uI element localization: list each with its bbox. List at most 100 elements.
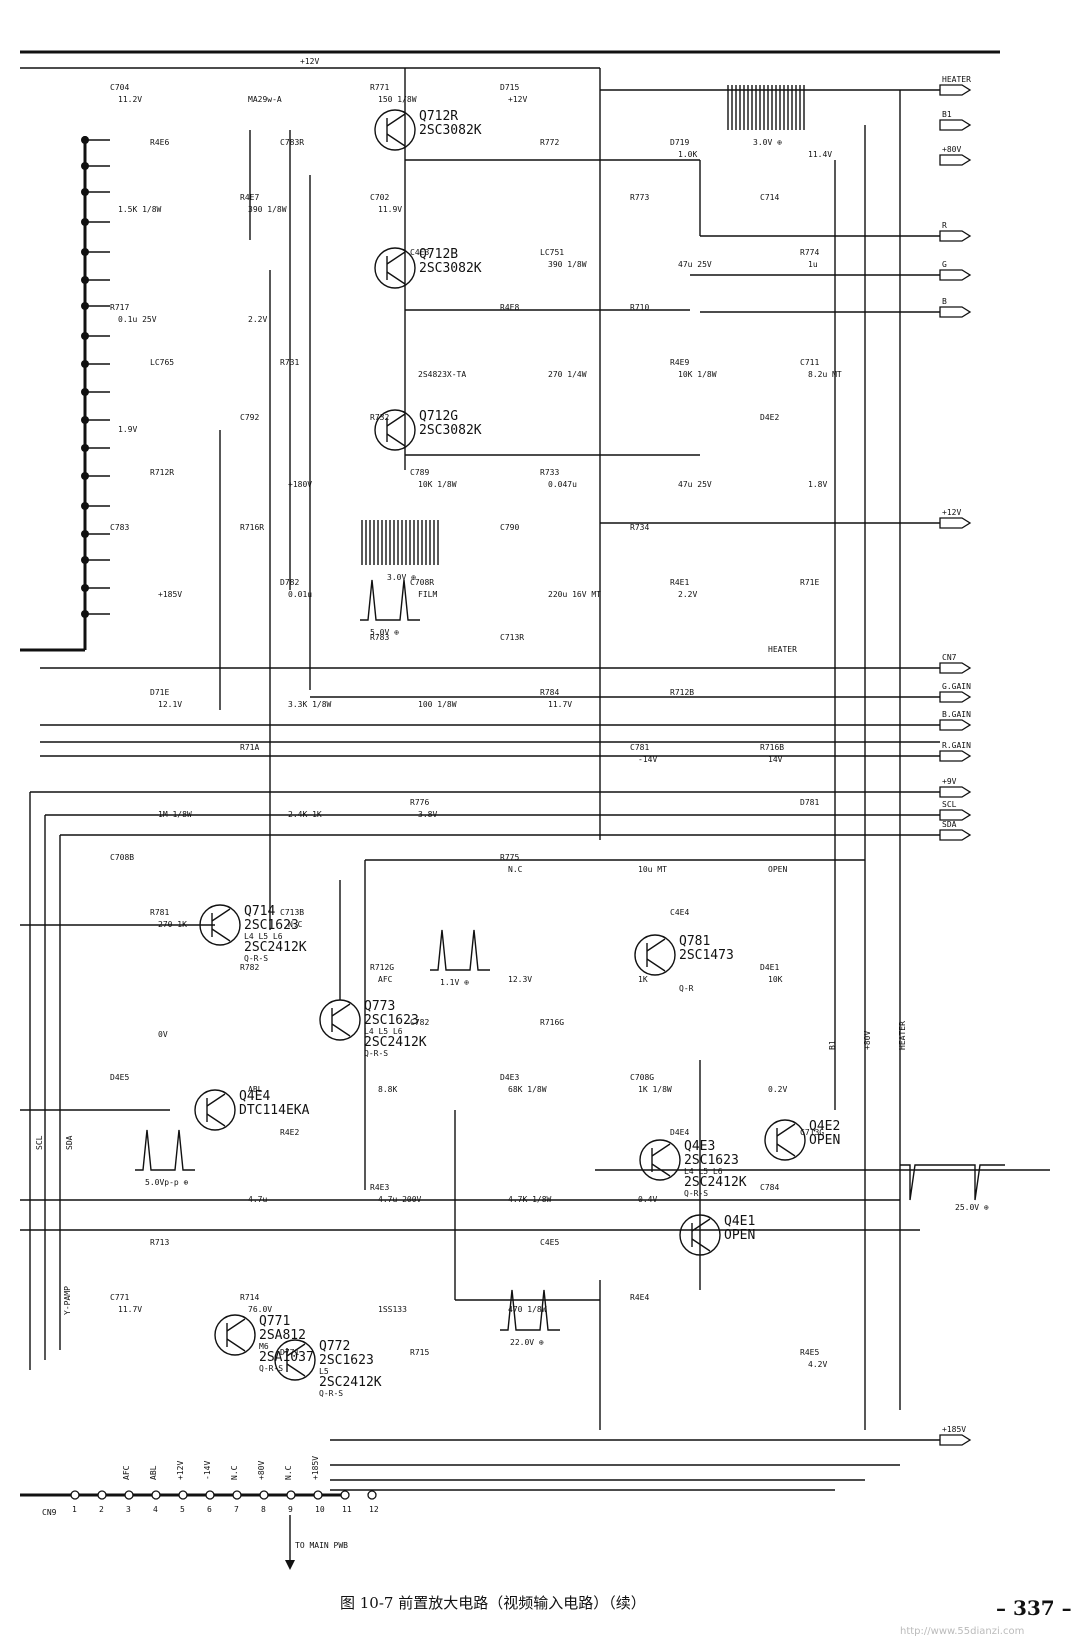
component-value: 11.7V: [548, 700, 572, 709]
connector-label: HEATER: [942, 75, 971, 84]
component-value: 76.0V: [248, 1305, 272, 1314]
bottom-pin: [313, 1490, 323, 1500]
bottom-pin: [97, 1490, 107, 1500]
transistor-part: 2SA812: [259, 1328, 306, 1343]
bottom-pin-number: 8: [261, 1505, 266, 1514]
bottom-pin: [151, 1490, 161, 1500]
connector-arrow-icon: [939, 786, 972, 798]
bottom-pin-label: +12V: [176, 1461, 185, 1480]
waveform-label: 3.0V ⊕: [753, 138, 782, 147]
transistor-ref: Q712R: [419, 109, 458, 124]
component-ref: R4E1: [670, 578, 689, 587]
component-value: 12.1V: [158, 700, 182, 709]
connector-arrow-icon: [939, 84, 972, 96]
right-connector: R: [939, 221, 972, 242]
right-connector: R.GAIN: [939, 741, 972, 762]
transistor-ref: Q781: [679, 934, 710, 949]
component-value: 4.7K 1/8W: [508, 1195, 552, 1204]
component-value: 2.4K 1K: [288, 810, 322, 819]
transistor-ref: Q4E1: [724, 1214, 755, 1229]
component-value: 2.2V: [678, 590, 697, 599]
right-connector: SCL: [939, 800, 972, 821]
transistor-collector: [646, 938, 666, 952]
transistor-emitter: [226, 1338, 246, 1352]
right-connector: SDA: [939, 820, 972, 841]
component-value: 11.7V: [118, 1305, 142, 1314]
component-value: 1.5K 1/8W: [118, 205, 162, 214]
transistor-note: L5: [319, 1367, 329, 1376]
component-ref: D719: [670, 138, 689, 147]
connector-label: +185V: [942, 1425, 966, 1434]
transistor-note: L4 L5 L6: [244, 932, 283, 941]
connector-arrow-icon: [939, 1434, 972, 1446]
component-value: 100 1/8W: [418, 700, 457, 709]
waveform: 5.0Vp-p ⊕: [135, 1129, 195, 1187]
component-value: +180V: [288, 480, 312, 489]
transistor-part: 2SC3082K: [419, 261, 482, 276]
waveform: 3.0V ⊕: [361, 520, 439, 582]
component-ref: C708G: [630, 1073, 654, 1082]
bottom-pin-number: 10: [315, 1505, 325, 1514]
transistor-note: L4 L5 L6: [364, 1027, 403, 1036]
component-ref: C4E4: [670, 908, 689, 917]
transistor-emitter: [386, 133, 406, 147]
connector-arrow-icon: [939, 269, 972, 281]
bottom-pin-label: -14V: [203, 1461, 212, 1480]
side-label: Y-PAMP: [63, 1286, 72, 1315]
component-ref: R4E8: [500, 303, 519, 312]
side-label: +80V: [863, 1031, 872, 1050]
transistor-collector: [651, 1143, 671, 1157]
to-main-pwb-label: TO MAIN PWB: [295, 1541, 348, 1550]
connector-label: B: [942, 297, 947, 306]
waveform-label: 5.0Vp-p ⊕: [145, 1178, 189, 1187]
transistor-rank: Q-R-S: [364, 1049, 388, 1058]
component-value: 10K 1/8W: [418, 480, 457, 489]
component-value: 3.3K 1/8W: [288, 700, 332, 709]
component-value: 1SS133: [378, 1305, 407, 1314]
transistor-rank: Q-R-S: [244, 954, 268, 963]
component-ref: R734: [630, 523, 649, 532]
transistor-part: 2SC3082K: [419, 123, 482, 138]
waveform-label: 22.0V ⊕: [510, 1338, 544, 1347]
connector-label: SCL: [942, 800, 957, 809]
transistor-note: L4 L5 L6: [684, 1167, 723, 1176]
component-ref: C790: [500, 523, 519, 532]
waveform-line: [135, 1129, 195, 1171]
connector-label: +80V: [942, 145, 961, 154]
component-value: 8.8K: [378, 1085, 397, 1094]
transistor-collector: [206, 1093, 226, 1107]
component-value: 4.2V: [808, 1360, 827, 1369]
transistor-rank: Q-R: [679, 984, 694, 993]
transistor-body-icon: [634, 934, 676, 976]
transistor-alt: 2SC2412K: [364, 1035, 427, 1050]
component-ref: C713R: [500, 633, 524, 642]
component-ref: R781: [150, 908, 169, 917]
transistor-part: 2SC3082K: [419, 423, 482, 438]
component-value: 0V: [158, 1030, 168, 1039]
transistor-body-icon: [214, 1314, 256, 1356]
component-ref: LC751: [540, 248, 564, 257]
connector-arrow-icon: [939, 517, 972, 529]
component-ref: R731: [280, 358, 299, 367]
component-ref: R717: [110, 303, 129, 312]
component-ref: R712R: [150, 468, 174, 477]
component-value: 10u MT: [638, 865, 667, 874]
component-ref: R733: [540, 468, 559, 477]
transistor-part: 2SC1623: [244, 918, 299, 933]
bottom-pin: [232, 1490, 242, 1500]
bottom-pin: [367, 1490, 377, 1500]
connector-label: CN7: [942, 653, 957, 662]
bottom-pin: [205, 1490, 215, 1500]
component-ref: C784: [760, 1183, 779, 1192]
connector-arrow-icon: [939, 154, 972, 166]
component-ref: D782: [280, 578, 299, 587]
side-label: B1: [828, 1040, 837, 1050]
component-value: 47u 25V: [678, 260, 712, 269]
transistor-body-icon: [639, 1139, 681, 1181]
right-connector: B1: [939, 110, 972, 131]
transistor-note: M6: [259, 1342, 269, 1351]
component-ref: R783: [370, 633, 389, 642]
